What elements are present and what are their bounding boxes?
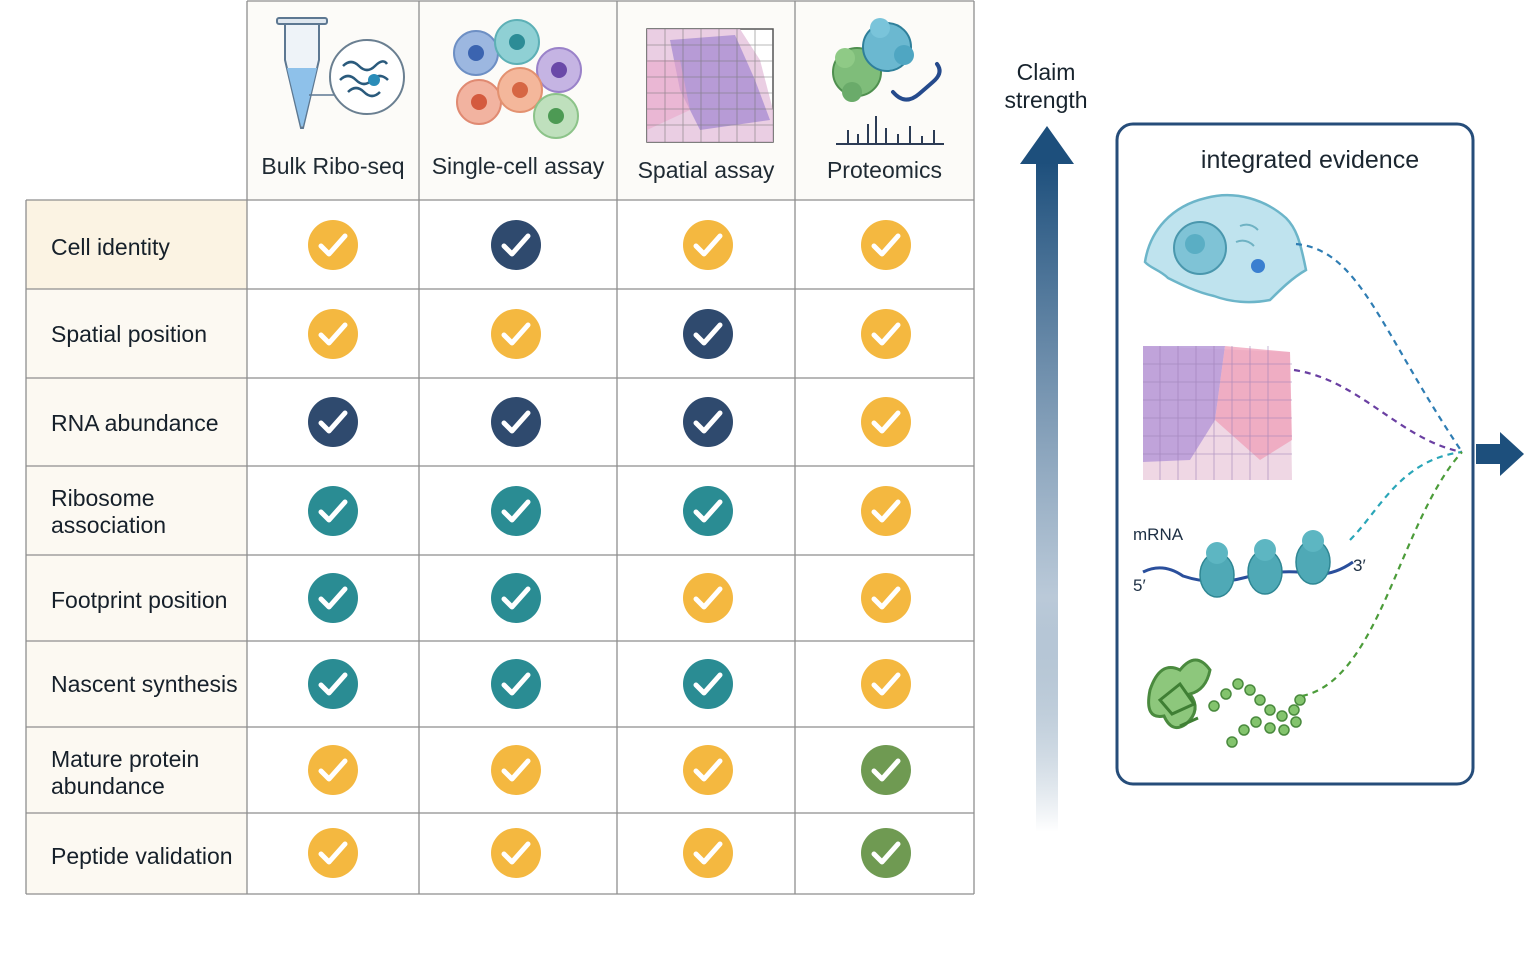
row-label-background: [26, 200, 247, 894]
five-prime-label: 5′: [1133, 576, 1146, 595]
check-gold-icon: [491, 828, 541, 878]
tissue-grid-icon: [646, 28, 774, 143]
column-label: Single-cell assay: [431, 153, 605, 179]
row-label-rna-abundance: RNA abundance: [51, 410, 219, 436]
check-gold-icon: [308, 828, 358, 878]
check-gold-icon: [861, 220, 911, 270]
row-label-peptide-validation: Peptide validation: [51, 843, 233, 869]
output-arrow: [1476, 432, 1524, 476]
row-label-ribosome-association: Ribosome association: [51, 485, 167, 538]
row-label-footprint-position: Footprint position: [51, 587, 228, 613]
row-label-spatial-position: Spatial position: [51, 321, 207, 347]
check-teal-icon: [683, 486, 733, 536]
check-gold-icon: [683, 220, 733, 270]
protein-structure-illustration: [1147, 658, 1306, 748]
column-label: Bulk Ribo-seq: [261, 153, 405, 179]
cell-illustration: [1143, 194, 1308, 304]
row-label-highlight: [26, 200, 247, 289]
check-navy-icon: [491, 397, 541, 447]
table-grid: [25, 0, 975, 895]
column-label: Proteomics: [826, 157, 943, 183]
check-navy-icon: [683, 397, 733, 447]
check-gold-icon: [683, 828, 733, 878]
check-gold-icon: [683, 745, 733, 795]
check-gold-icon: [491, 745, 541, 795]
check-teal-icon: [491, 659, 541, 709]
check-green-icon: [861, 745, 911, 795]
check-gold-icon: [861, 397, 911, 447]
check-teal-icon: [308, 573, 358, 623]
check-teal-icon: [683, 659, 733, 709]
check-gold-icon: [491, 309, 541, 359]
cells-icon: [453, 19, 582, 139]
check-navy-icon: [308, 397, 358, 447]
protein-spectrum-icon: [832, 18, 944, 145]
column-header-bulk-ribo-seq: Bulk Ribo-seq: [247, 153, 419, 183]
check-gold-icon: [308, 220, 358, 270]
claim-strength-arrow: [1020, 126, 1074, 832]
check-gold-icon: [308, 309, 358, 359]
check-teal-icon: [308, 659, 358, 709]
check-green-icon: [861, 828, 911, 878]
row-label-mature-protein-abundance: Mature protein abundance: [51, 746, 200, 799]
row-label-nascent-synthesis: Nascent synthesis: [51, 671, 238, 697]
evidence-title: integrated evidence: [1200, 146, 1420, 174]
claim-strength-label: Claim strength: [1004, 59, 1088, 113]
check-navy-icon: [491, 220, 541, 270]
check-navy-icon: [683, 309, 733, 359]
column-label: Spatial assay: [637, 157, 775, 183]
three-prime-label: 3′: [1353, 556, 1366, 575]
row-label-cell-identity: Cell identity: [51, 234, 170, 260]
check-gold-icon: [308, 745, 358, 795]
check-gold-icon: [861, 486, 911, 536]
check-teal-icon: [491, 573, 541, 623]
check-gold-icon: [683, 573, 733, 623]
mrna-label: mRNA: [1133, 525, 1184, 544]
tissue-illustration: [1143, 346, 1292, 480]
check-gold-icon: [861, 659, 911, 709]
check-teal-icon: [308, 486, 358, 536]
check-gold-icon: [861, 573, 911, 623]
tube-icon: [276, 17, 405, 129]
mrna-ribosome-illustration: [1142, 530, 1354, 598]
check-teal-icon: [491, 486, 541, 536]
column-header-spatial-assay: Spatial assay: [617, 157, 795, 187]
evidence-connectors: [1293, 242, 1463, 698]
column-header-single-cell-assay: Single-cell assay: [419, 153, 617, 183]
column-header-proteomics: Proteomics: [795, 157, 974, 187]
check-gold-icon: [861, 309, 911, 359]
